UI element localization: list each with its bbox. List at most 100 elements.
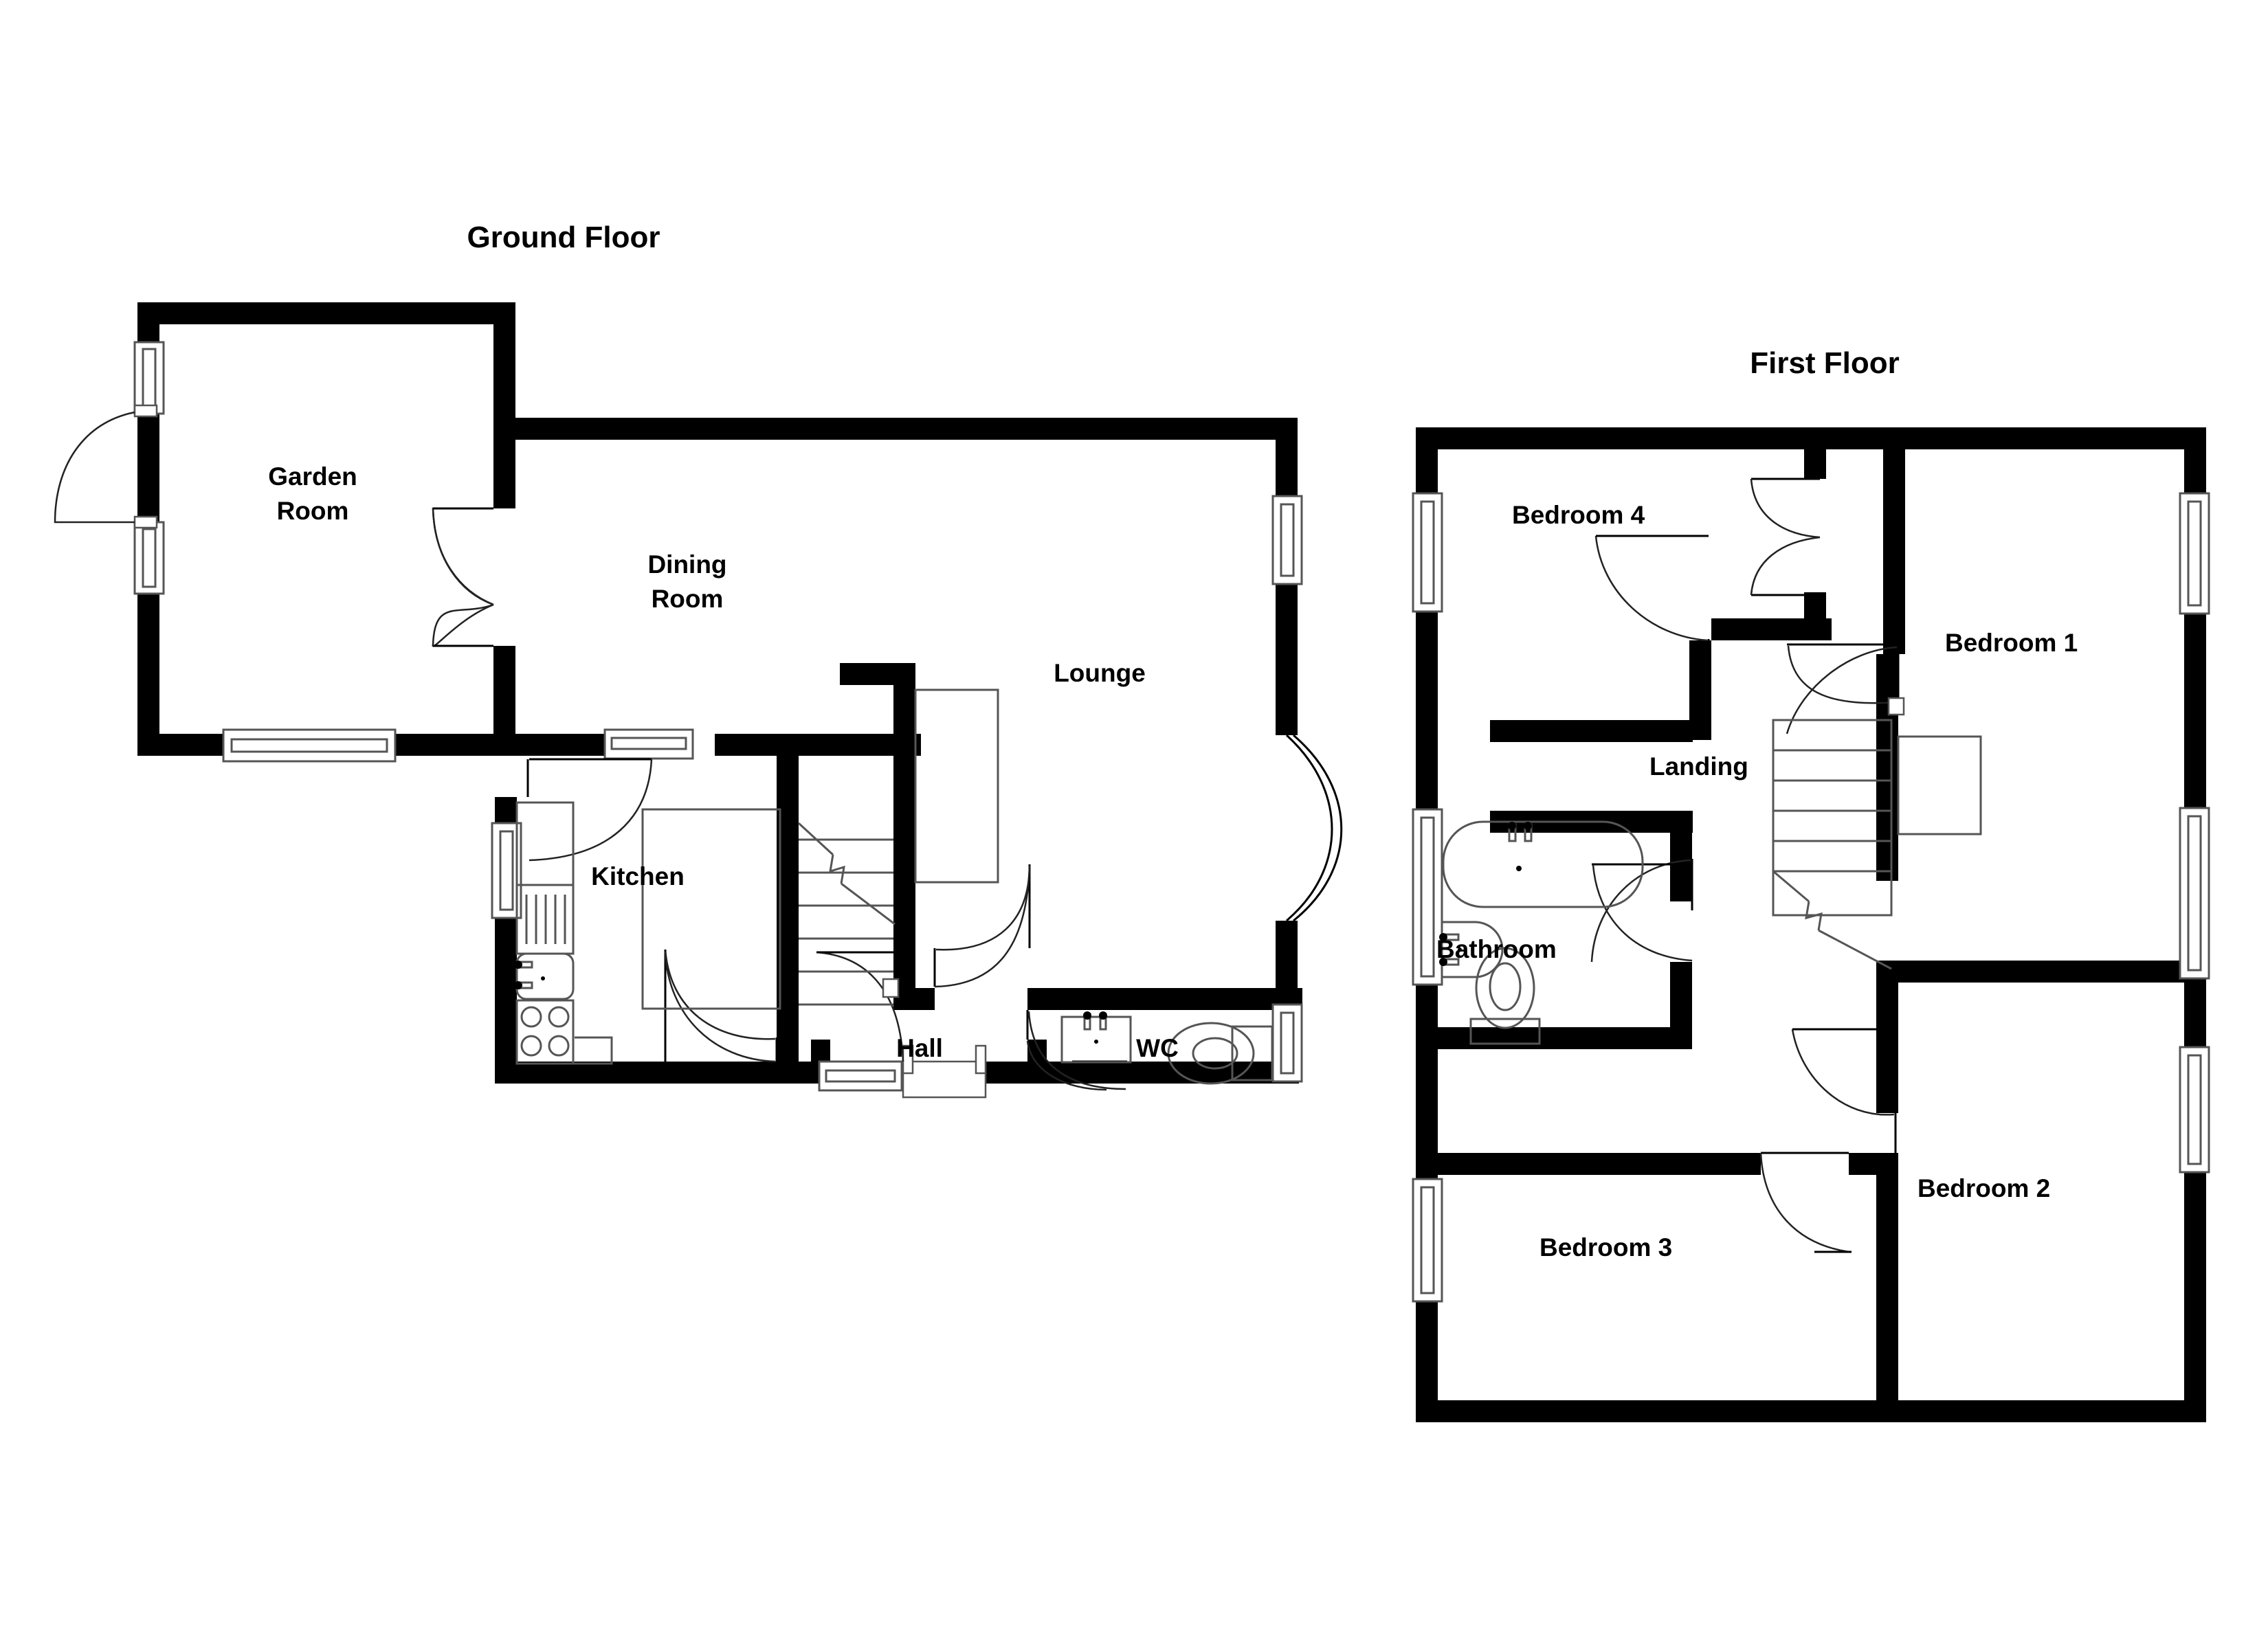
wc-cistern xyxy=(1231,1025,1274,1081)
wc-fixtures xyxy=(1060,1011,1274,1085)
first-floor-group: First Floor xyxy=(1412,346,2210,1422)
wall-stair-top-stub xyxy=(840,663,915,685)
first-floor-title: First Floor xyxy=(1750,346,1900,380)
label-garden-room-line2: Room xyxy=(277,497,349,525)
label-hall: Hall xyxy=(896,1034,943,1062)
ground-floor-title: Ground Floor xyxy=(467,221,660,254)
bathroom-cistern xyxy=(1469,1018,1541,1045)
door-bed4-landing xyxy=(1594,535,1710,706)
wall-garden-left-upper xyxy=(137,302,159,344)
wall-garden-right-upper xyxy=(493,302,515,429)
wc-basin xyxy=(1060,1016,1132,1064)
window-kitchen-top xyxy=(603,728,694,760)
door-bed1 xyxy=(1786,643,1900,734)
bathroom-basin xyxy=(1441,921,1504,978)
wall-ff-right-b xyxy=(2184,612,2206,811)
wall-garden-left-lower xyxy=(137,591,159,756)
bathroom-toilet-pan xyxy=(1475,947,1535,1029)
wall-lounge-right-mid xyxy=(1276,581,1298,735)
wall-garden-right-mid xyxy=(493,429,515,508)
door-bed3 xyxy=(1759,1152,1852,1253)
window-lounge-right xyxy=(1271,495,1303,585)
label-garden-room-line1: Garden xyxy=(268,462,357,491)
bathroom-fixtures xyxy=(1439,820,1644,1045)
wall-hall-lounge-b xyxy=(1027,988,1302,1010)
door-garden-external xyxy=(54,404,158,529)
wall-ff-left-a xyxy=(1416,427,1438,496)
first-floor-doors xyxy=(1590,478,1900,1253)
kitchen-worktop-top xyxy=(515,801,575,886)
wall-garden-left-mid xyxy=(137,412,159,529)
wall-dining-lounge-top xyxy=(493,418,1298,440)
window-bathroom-left xyxy=(1412,808,1443,986)
door-garden-dining-double xyxy=(432,507,494,647)
ground-floor-walls xyxy=(137,302,1302,1084)
ground-floor-windows xyxy=(133,341,1343,1092)
label-wc: WC xyxy=(1136,1034,1179,1062)
staircase-down xyxy=(1772,697,1982,970)
wall-ff-left-b xyxy=(1416,610,1438,812)
window-bed3-left xyxy=(1412,1178,1443,1303)
window-bed4-left xyxy=(1412,492,1443,613)
label-dining-room-line2: Room xyxy=(652,585,724,613)
wall-ff-right-a xyxy=(2184,427,2206,496)
label-dining-room-line1: Dining xyxy=(647,550,726,579)
label-bedroom-2: Bedroom 2 xyxy=(1917,1174,2050,1202)
ground-floor-group: Ground Floor xyxy=(54,221,1343,1099)
wall-bed2-landing-b xyxy=(1876,1175,1898,1422)
door-front-entrance xyxy=(816,951,987,1099)
door-bed2 xyxy=(1791,1028,1897,1172)
window-garden-bottom xyxy=(222,728,397,763)
ground-floor-doors xyxy=(54,404,1127,1099)
wall-bed1-landing xyxy=(1876,654,1898,881)
wall-garden-bottom-left xyxy=(137,734,227,756)
window-garden-left-lower xyxy=(133,521,165,595)
label-lounge: Lounge xyxy=(1054,659,1146,687)
wall-bottom-kitchen xyxy=(495,1062,811,1084)
wall-ff-right-c xyxy=(2184,976,2206,1051)
window-garden-left-upper xyxy=(133,341,165,415)
door-hall-lounge xyxy=(933,864,1031,988)
wc-toilet-pan xyxy=(1167,1022,1255,1085)
wall-bed1-bed2 xyxy=(1876,961,2206,983)
bay-window-lounge xyxy=(1285,734,1343,922)
kitchen-sink xyxy=(515,952,575,1000)
wall-kitchen-left-upper xyxy=(495,797,517,824)
label-bedroom-3: Bedroom 3 xyxy=(1539,1233,1672,1261)
label-bathroom: Bathroom xyxy=(1436,935,1557,963)
staircase-up xyxy=(641,688,999,1010)
wall-bed3-top-a xyxy=(1438,1153,1761,1175)
wall-bathroom-right-a xyxy=(1670,811,1692,901)
label-bedroom-4: Bedroom 4 xyxy=(1512,501,1645,529)
wall-hall-lounge-a xyxy=(893,988,935,1010)
bath-tub xyxy=(1442,820,1644,908)
wall-bed2-landing-a xyxy=(1876,983,1898,1113)
window-hall-bottom xyxy=(818,1060,903,1092)
wall-ff-bottom xyxy=(1416,1400,2206,1422)
wall-stair-right xyxy=(893,663,915,1007)
window-wc-right xyxy=(1271,1003,1303,1083)
first-floor-labels: Bedroom 4 Bedroom 1 Landing Bathroom Bed… xyxy=(1436,501,2078,1261)
wall-lounge-right-upper xyxy=(1276,418,1298,500)
wall-garden-top xyxy=(137,302,515,324)
wall-ff-right-d xyxy=(2184,1169,2206,1422)
wall-dining-kitchen-b xyxy=(715,734,921,756)
first-floor-walls xyxy=(1416,427,2206,1422)
door-dining-kitchen xyxy=(526,758,653,862)
wall-ff-left-c xyxy=(1416,983,1438,1182)
window-bed1-right-upper xyxy=(2179,492,2210,615)
window-bed2-right xyxy=(2179,1046,2210,1174)
wall-bathroom-top xyxy=(1490,720,1693,742)
wall-bed3-top-b xyxy=(1849,1153,1898,1175)
ground-floor-labels: Garden Room Dining Room Lounge Kitchen H… xyxy=(268,462,1179,1062)
first-floor-windows xyxy=(1412,492,2210,1303)
label-landing: Landing xyxy=(1649,752,1748,781)
door-bathroom xyxy=(1590,859,1693,963)
wall-bed4-bed1 xyxy=(1883,427,1905,654)
label-bedroom-1: Bedroom 1 xyxy=(1945,629,2078,657)
window-bed1-right-lower xyxy=(2179,807,2210,980)
wall-bathroom-bottom xyxy=(1438,1027,1692,1049)
wall-bed4-bottom xyxy=(1711,618,1832,640)
